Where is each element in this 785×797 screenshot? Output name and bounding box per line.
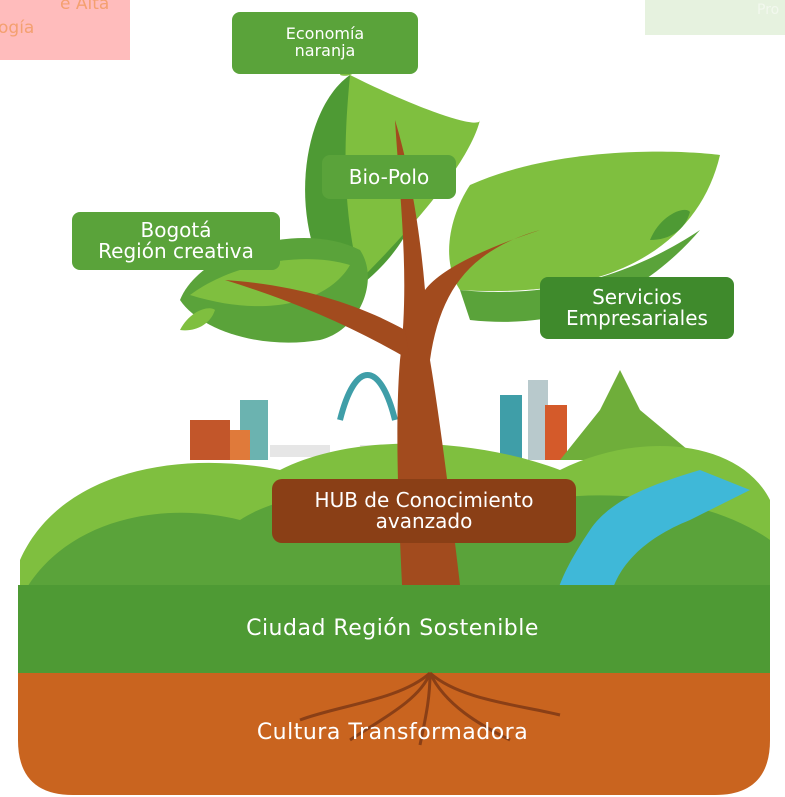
small-leaf-left: [180, 308, 215, 331]
tree-roots: [299, 671, 561, 746]
left-branch: [225, 280, 410, 360]
top-left-label-line1: e Alta: [60, 0, 110, 14]
top-left-label-line2: ogía: [0, 18, 35, 38]
label-servicios-line2: Empresariales: [566, 306, 708, 330]
label-hub-conocimiento: HUB de Conocimiento avanzado: [272, 479, 576, 543]
top-right-partial-label: Pro: [645, 0, 785, 35]
top-right-label: Pro: [757, 2, 780, 18]
label-economia-naranja-text: Economía naranja: [285, 24, 365, 60]
small-leaf-right: [650, 209, 690, 240]
label-bio-polo: Bio-Polo: [322, 155, 456, 199]
band-ciudad-region-sostenible: Ciudad Región Sostenible: [246, 616, 539, 641]
label-servicios-line1: Servicios: [592, 285, 682, 309]
tree-trunk: [395, 120, 540, 585]
right-leaf: [449, 151, 720, 292]
label-servicios-empresariales: Servicios Empresariales: [540, 277, 734, 339]
river: [555, 470, 750, 600]
label-bio-polo-text: Bio-Polo: [348, 164, 430, 189]
brown-band: [18, 673, 770, 795]
label-hub-line2: avanzado: [375, 509, 473, 533]
label-hub-line1: HUB de Conocimiento: [314, 488, 534, 512]
band-cultura-transformadora: Cultura Transformadora: [256, 720, 529, 745]
label-bogota-line1: Bogotá: [140, 218, 212, 242]
label-bogota-line2: Región creativa: [98, 239, 254, 263]
label-bogota-region-creativa: Bogotá Región creativa: [72, 212, 280, 270]
top-left-partial-label: e Alta ogía: [0, 0, 130, 60]
right-leaf-dark: [460, 230, 700, 322]
green-band: [18, 585, 770, 673]
label-economia-naranja: Economía naranja: [232, 12, 418, 74]
